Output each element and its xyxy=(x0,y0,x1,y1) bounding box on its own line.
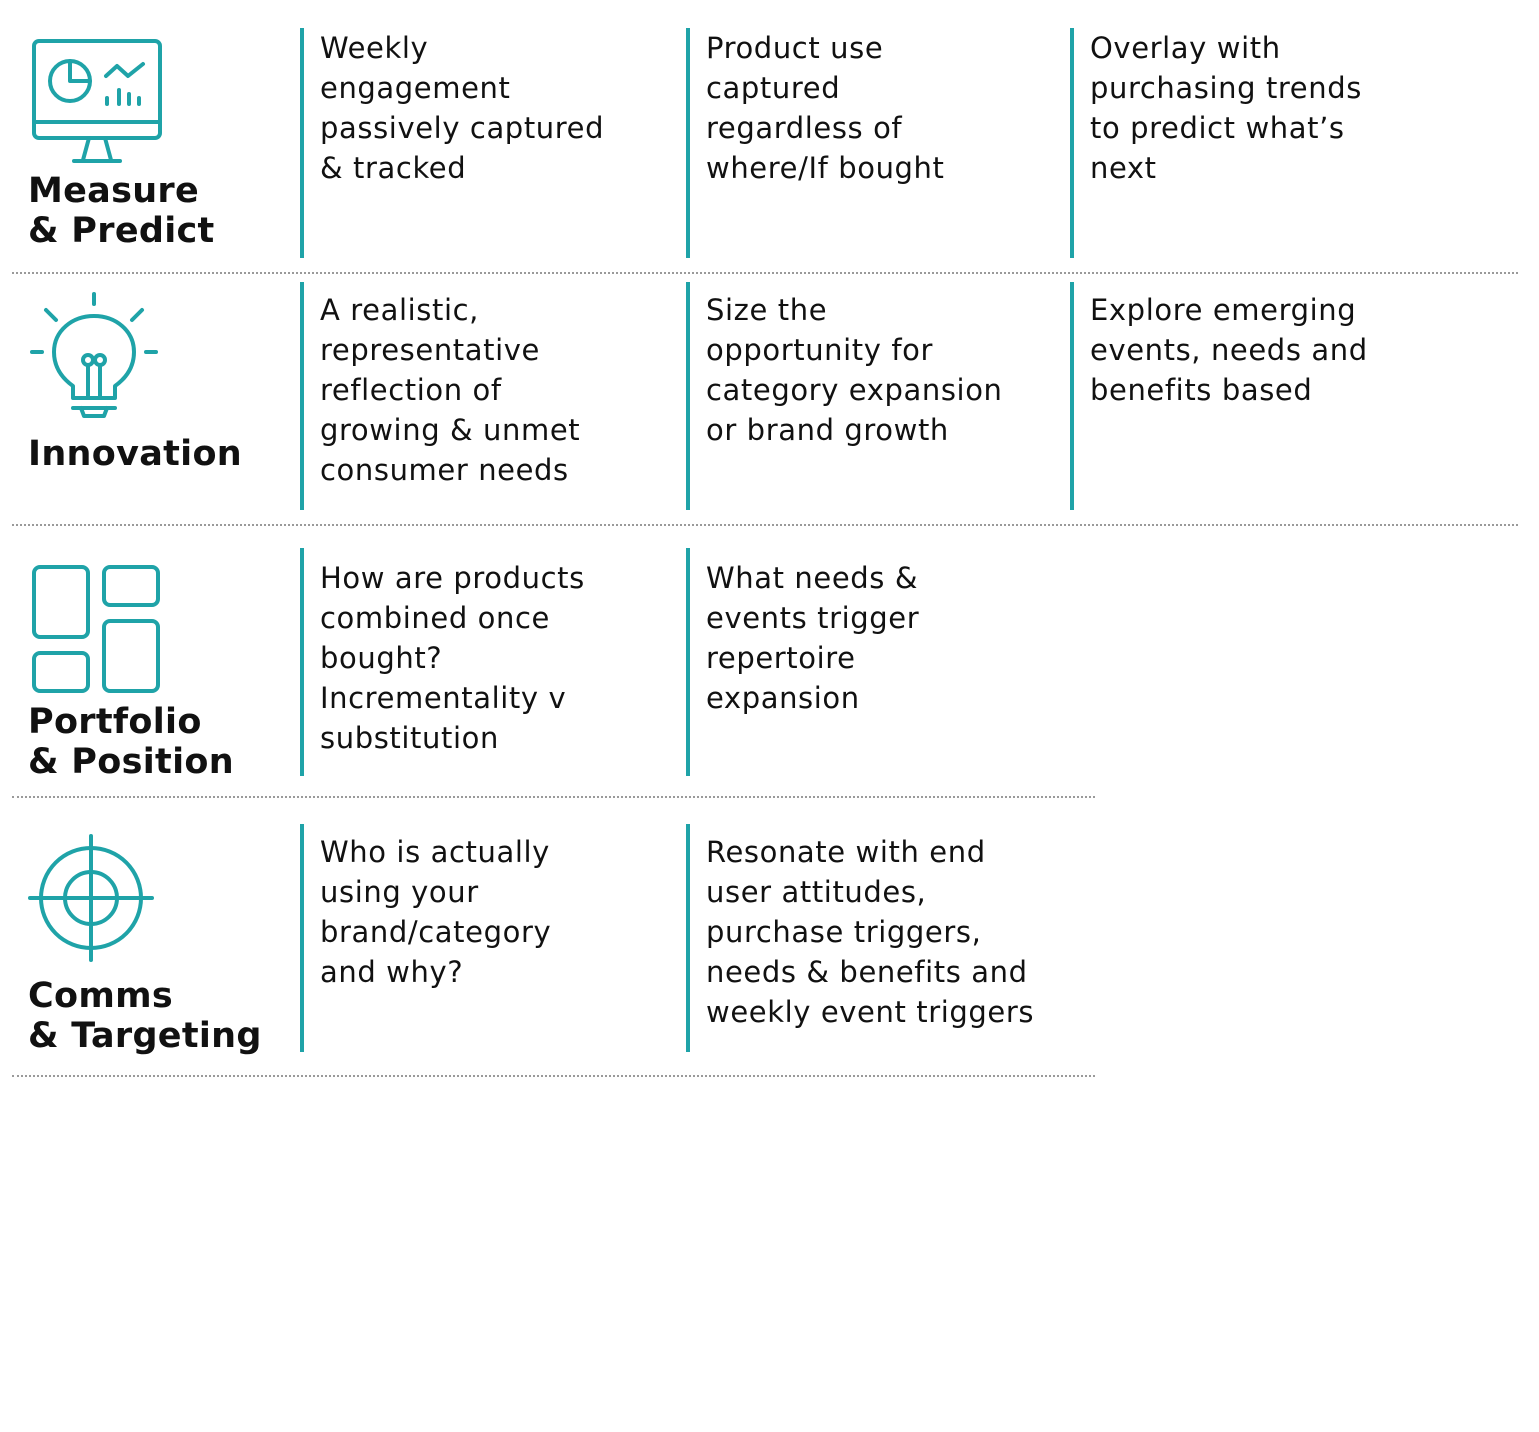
row-divider xyxy=(12,796,1095,798)
category-label-line2: & Predict xyxy=(28,211,215,251)
category-portfolio-position: Portfolio & Position xyxy=(28,548,288,782)
cell-text: What needs & events trigger repertoire e… xyxy=(706,561,920,715)
cell-innovation-3: Explore emerging events, needs and benef… xyxy=(1070,282,1444,510)
category-comms-targeting: Comms & Targeting xyxy=(28,824,288,1056)
cell-text: Overlay with purchasing trends to predic… xyxy=(1090,31,1362,185)
cell-text: Who is actually using your brand/categor… xyxy=(320,835,552,989)
category-label-line2: & Targeting xyxy=(28,1016,262,1056)
monitor-chart-icon xyxy=(32,39,162,163)
row-divider xyxy=(12,272,1518,274)
category-measure-predict: Measure & Predict xyxy=(28,28,288,258)
cell-text: Explore emerging events, needs and benef… xyxy=(1090,293,1368,407)
cell-measure-predict-1: Weekly engagement passively captured & t… xyxy=(300,28,674,258)
cell-innovation-1: A realistic, representative reflection o… xyxy=(300,282,674,510)
row-divider xyxy=(12,524,1518,526)
cell-text: Resonate with end user attitudes, purcha… xyxy=(706,835,1035,1029)
row-comms-targeting: Comms & Targeting Who is actually using … xyxy=(0,824,1539,1056)
cell-measure-predict-3: Overlay with purchasing trends to predic… xyxy=(1070,28,1444,258)
category-label-line1: Measure xyxy=(28,171,200,211)
cell-text: Weekly engagement passively captured & t… xyxy=(320,31,605,185)
cell-innovation-2: Size the opportunity for category expans… xyxy=(686,282,1060,510)
cell-measure-predict-2: Product use captured regardless of where… xyxy=(686,28,1060,258)
portfolio-grid-icon xyxy=(32,565,160,693)
cell-text: A realistic, representative reflection o… xyxy=(320,293,581,487)
category-label-line1: Comms xyxy=(28,976,174,1016)
row-divider xyxy=(12,1075,1095,1077)
category-label-line2: & Position xyxy=(28,742,234,782)
cell-portfolio-position-2: What needs & events trigger repertoire e… xyxy=(686,548,1060,776)
row-portfolio-position: Portfolio & Position How are products co… xyxy=(0,548,1539,782)
category-label-line1: Innovation xyxy=(28,434,243,474)
cell-text: Product use captured regardless of where… xyxy=(706,31,945,185)
cell-text: How are products combined once bought? I… xyxy=(320,561,585,755)
cell-portfolio-position-1: How are products combined once bought? I… xyxy=(300,548,674,776)
category-innovation: Innovation xyxy=(28,282,288,512)
cell-comms-targeting-2: Resonate with end user attitudes, purcha… xyxy=(686,824,1060,1052)
category-label-line1: Portfolio xyxy=(28,702,202,742)
cell-text: Size the opportunity for category expans… xyxy=(706,293,1003,447)
lightbulb-icon xyxy=(30,292,158,418)
row-innovation: Innovation A realistic, representative r… xyxy=(0,282,1539,512)
cell-comms-targeting-1: Who is actually using your brand/categor… xyxy=(300,824,674,1052)
row-measure-predict: Measure & Predict Weekly engagement pass… xyxy=(0,28,1539,258)
crosshair-target-icon xyxy=(28,834,154,962)
